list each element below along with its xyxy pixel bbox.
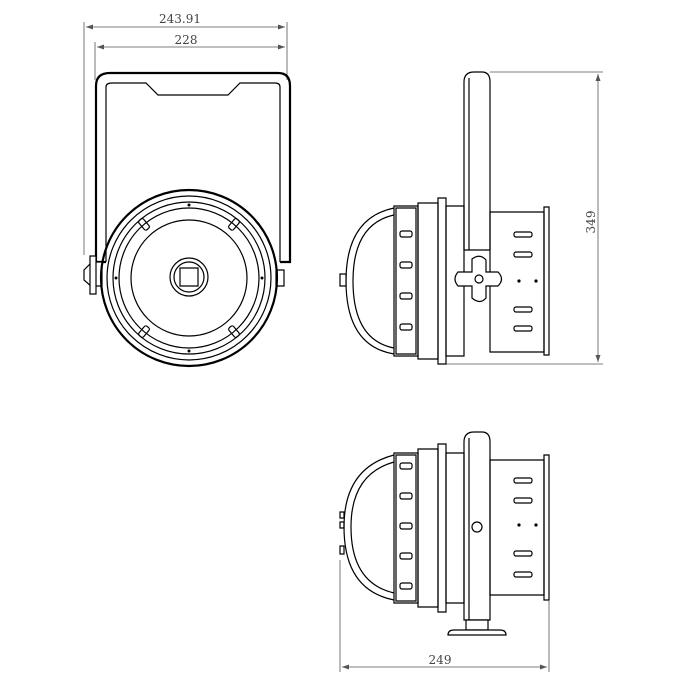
bottom-dome (340, 455, 394, 600)
side-view: 349 (340, 72, 603, 364)
dimension-outer-width: 243.91 (84, 12, 287, 255)
dimension-inner-width-label: 228 (175, 33, 198, 47)
dimension-outer-width-label: 243.91 (159, 12, 201, 26)
front-ring-slots (114, 203, 264, 353)
dimension-depth-label: 249 (429, 653, 452, 667)
bottom-body (394, 444, 464, 612)
side-body (394, 198, 464, 364)
front-lens (170, 258, 208, 296)
side-dome (340, 208, 394, 354)
front-housing (101, 190, 277, 366)
bottom-bracket-plate (464, 432, 490, 620)
yoke-bracket (96, 73, 290, 262)
bottom-knob (448, 620, 506, 635)
bottom-barrel (490, 455, 549, 600)
dimension-inner-width: 228 (95, 33, 285, 80)
side-yoke (464, 72, 490, 250)
dimension-depth: 249 (340, 560, 549, 672)
dimension-height: 349 (440, 72, 603, 364)
side-clamp-knob (455, 256, 502, 301)
dimension-height-label: 349 (584, 211, 598, 234)
bottom-view: 249 (340, 432, 549, 672)
front-knob-left (84, 256, 102, 294)
front-view: 243.91 228 (84, 12, 290, 366)
